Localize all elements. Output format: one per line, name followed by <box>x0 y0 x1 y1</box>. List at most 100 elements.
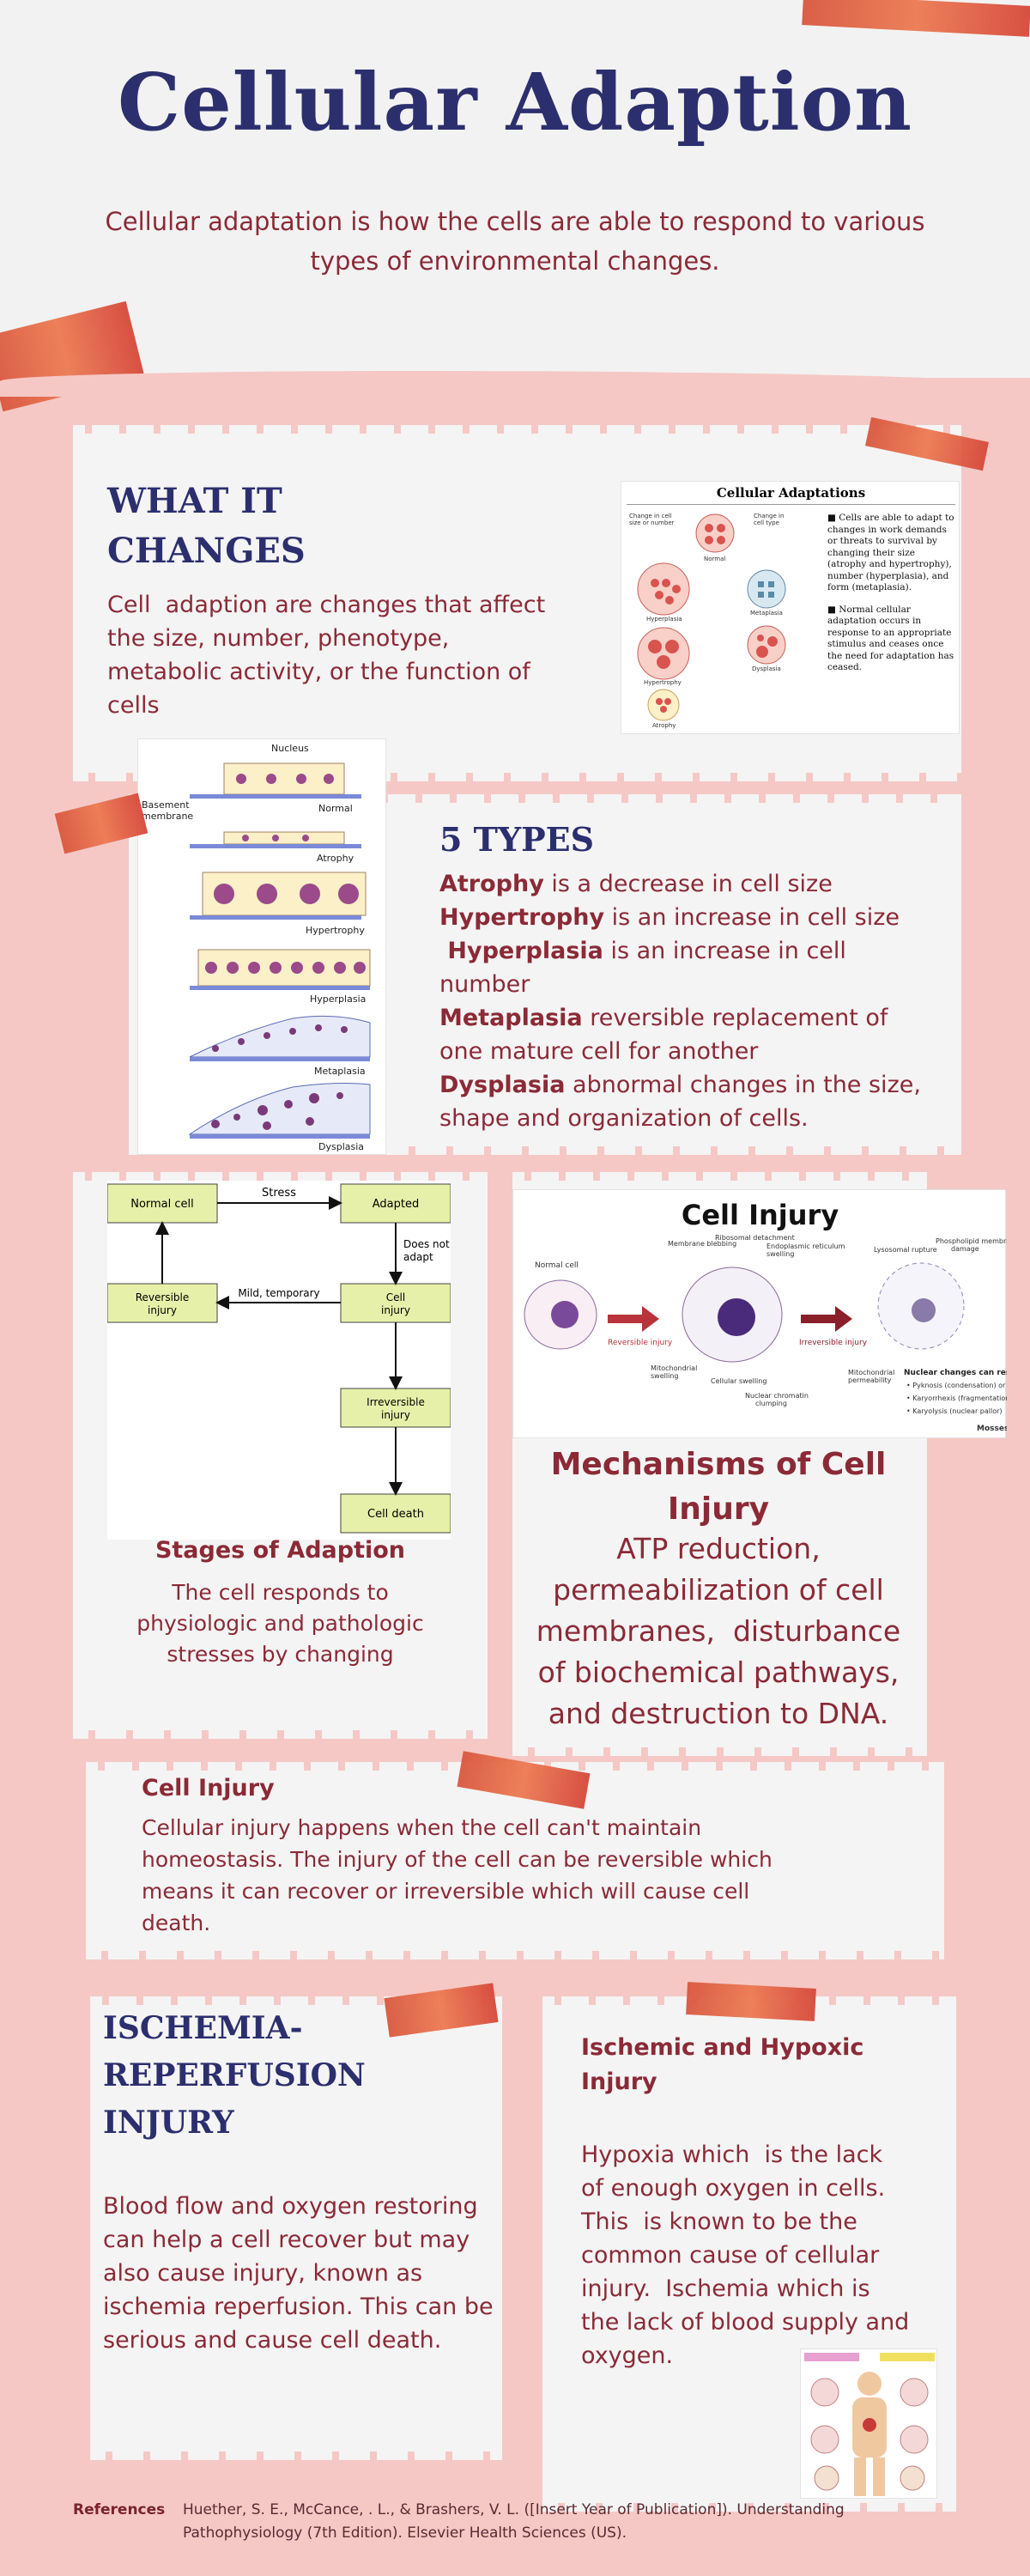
references-text: Huether, S. E., McCance, . L., & Brasher… <box>183 2501 845 2542</box>
body-diagram <box>804 2353 935 2496</box>
what-it-changes-heading: WHAT IT CHANGES <box>107 481 306 571</box>
atrophy-cluster <box>647 689 680 721</box>
label: Reversible injury <box>608 1339 673 1347</box>
label: Change in <box>754 513 784 519</box>
normal-cell-cluster <box>695 513 735 553</box>
flow-label: Stress <box>262 1187 296 1200</box>
label: • Karyorrhexis (fragmentation) or <box>906 1394 1007 1402</box>
label: Dysplasia <box>318 1141 364 1152</box>
type-item: Dysplasia abnormal changes in the size, … <box>439 1072 921 1132</box>
ischemia-body: Blood flow and oxygen restoring can help… <box>103 2193 494 2354</box>
label: Phospholipid membrane <box>936 1237 1007 1245</box>
bullet-2: ■ Normal cellular adaptation occurs in r… <box>827 604 954 673</box>
flow-label: Cell <box>386 1291 405 1303</box>
what-it-changes-body: Cell adaption are changes that affect th… <box>107 592 553 719</box>
hypoxic-title: Ischemic and Hypoxic Injury <box>581 2034 864 2095</box>
cell-injury-figure: Cell Injury Normal cell Membrane blebbin… <box>512 1189 1007 1438</box>
adaptations-diagram: Change in cell size or number Normal Cha… <box>629 513 786 729</box>
flow-label: adapt <box>403 1251 433 1263</box>
epithelium-diagram: Nucleus Basement membrane Normal Atrophy… <box>142 743 371 1152</box>
cell-injury-figure-title: Cell Injury <box>681 1199 839 1231</box>
cell-injury-card: Cell Injury Cellular injury happens when… <box>86 1762 944 1959</box>
cell-injury-diagram: Normal cell Membrane blebbing Ribosomal … <box>524 1234 1007 1433</box>
label: Mitochondrial <box>651 1364 697 1372</box>
page-title: Cellular Adaption <box>118 56 912 149</box>
label: Metaplasia <box>750 610 783 617</box>
label: Basement <box>142 799 190 811</box>
label: Hypertrophy <box>644 679 682 686</box>
hypertrophy-cluster <box>637 627 690 680</box>
arrow-reversible <box>608 1306 659 1332</box>
cell-injury-body: Cellular injury happens when the cell ca… <box>142 1815 772 1935</box>
ischemia-heading: ISCHEMIA- REPERFUSION INJURY <box>103 2010 366 2141</box>
label: Mitochondrial <box>848 1369 894 1376</box>
label: Atrophy <box>652 722 676 729</box>
mechanisms-title: Mechanisms of Cell Injury <box>550 1447 887 1527</box>
stages-card: Normal cell Stress Adapted Does not adap… <box>73 1172 488 1739</box>
label: Ribosomal detachment <box>715 1234 795 1242</box>
label: Atrophy <box>317 853 354 864</box>
five-types-card: Nucleus Basement membrane Normal Atrophy… <box>129 738 961 1155</box>
metaplasia-cluster <box>747 569 786 609</box>
figure-divider <box>627 504 955 505</box>
dysplasia-cluster <box>747 625 786 665</box>
flow-label: Adapted <box>373 1198 419 1211</box>
flow-label: injury <box>381 1409 410 1421</box>
epithelium-figure: Nucleus Basement membrane Normal Atrophy… <box>137 738 386 1155</box>
label: Hypertrophy <box>306 925 365 936</box>
label: cell type <box>754 519 779 526</box>
intro-text: Cellular adaptation is how the cells are… <box>105 207 925 276</box>
five-types-heading: 5 TYPES <box>439 820 595 859</box>
references-label: References <box>73 2501 166 2518</box>
metaplasia-layer <box>189 1015 371 1061</box>
stages-flow-diagram: Normal cell Stress Adapted Does not adap… <box>107 1181 451 1540</box>
bullet-1: ■ Cells are able to adapt to changes in … <box>827 513 954 592</box>
label: Nuclear changes can result in <box>904 1369 1007 1377</box>
flow-label: injury <box>381 1304 410 1316</box>
label: Dysplasia <box>752 665 781 672</box>
label: Nuclear chromatin <box>745 1392 809 1400</box>
label: Normal <box>704 556 725 562</box>
flow-label: Mild, temporary <box>238 1287 319 1299</box>
normal-layer <box>190 762 361 799</box>
label: Hyperplasia <box>310 993 366 1005</box>
hypertrophy-layer <box>190 872 367 920</box>
cellular-adaptations-figure: Cellular Adaptations <box>621 481 960 734</box>
atrophy-layer <box>190 831 361 848</box>
flow-box-cell-death <box>340 1493 451 1534</box>
label: Lysosomal rupture <box>874 1246 937 1254</box>
label: Normal <box>318 803 353 814</box>
body-illustration <box>800 2348 937 2499</box>
figure-title: Cellular Adaptations <box>716 485 866 501</box>
ischemia-card: ISCHEMIA- REPERFUSION INJURY Blood flow … <box>90 1996 502 2460</box>
label: Hyperplasia <box>646 616 682 623</box>
what-it-changes-card: WHAT IT CHANGES Cell adaption are change… <box>73 425 961 781</box>
tape-decoration <box>686 1982 816 2021</box>
type-item: Hyperplasia is an increase in cell numbe… <box>439 938 854 998</box>
label: permeability <box>848 1376 892 1384</box>
label: Endoplasmic reticulum <box>766 1242 845 1250</box>
label: • Pyknosis (condensation) or <box>906 1382 1006 1389</box>
cell-injury-title: Cell Injury <box>142 1775 275 1801</box>
hyperplasia-layer <box>190 949 371 990</box>
flow-svg: Normal cell Stress Adapted Does not adap… <box>107 1183 451 1534</box>
tape-decoration <box>802 0 1030 37</box>
label: Cellular swelling <box>711 1377 766 1385</box>
divider <box>0 371 1030 397</box>
arrow-irreversible <box>801 1306 852 1332</box>
label: size or number <box>629 519 675 526</box>
hypoxic-body: Hypoxia which is the lack of enough oxyg… <box>581 2142 917 2369</box>
flow-label: Does not <box>403 1238 450 1250</box>
label: Normal cell <box>535 1261 579 1270</box>
label: Metaplasia <box>314 1066 366 1077</box>
header-section: Cellular Adaption Cellular adaptation is… <box>0 0 1030 412</box>
label: Nucleus <box>271 743 309 754</box>
stages-title: Stages of Adaption <box>154 1537 406 1564</box>
flow-label: Cell death <box>367 1508 424 1521</box>
flow-label: Irreversible <box>367 1396 425 1408</box>
label: clumping <box>755 1400 787 1407</box>
flow-label: Reversible <box>136 1291 190 1303</box>
stages-body: The cell responds to physiologic and pat… <box>136 1580 424 1667</box>
label: Change in cell <box>629 513 672 519</box>
hyperplasia-cluster <box>637 562 690 616</box>
